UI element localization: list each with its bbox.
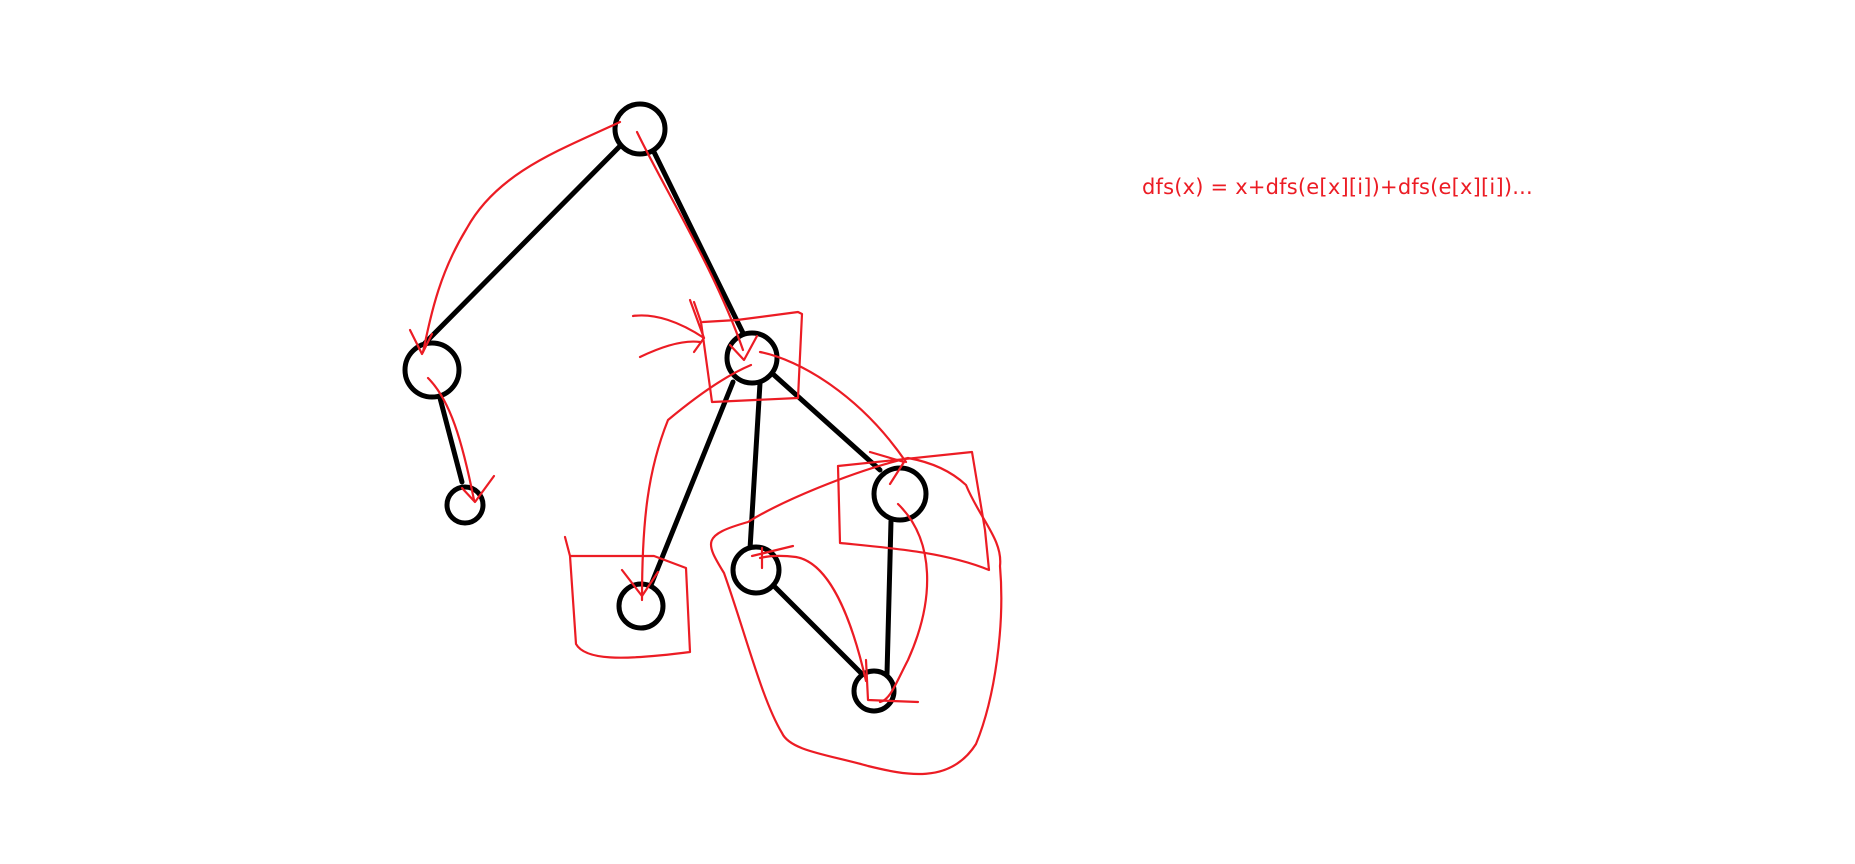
arrowhead-left — [408, 328, 434, 356]
node-middle — [724, 330, 780, 386]
edge-center-bottom — [769, 581, 866, 678]
arrow-middle-to-bottomleft — [640, 363, 753, 602]
edge-middle-bottomleft — [648, 379, 736, 588]
arrowhead-center — [750, 544, 795, 570]
arrowhead-bottomleft — [620, 568, 660, 598]
box-bottomleft — [563, 535, 692, 659]
edge-root-left — [422, 137, 629, 346]
tree-edges — [422, 137, 894, 678]
arrow-left-to-leaf — [426, 376, 476, 502]
arrow-root-to-left — [421, 120, 622, 354]
arrowhead-bottom — [864, 658, 920, 704]
box-middle — [692, 300, 804, 404]
lasso-right-subtree — [709, 456, 1003, 776]
arrowhead-right — [868, 450, 906, 486]
node-bottom — [851, 668, 897, 714]
edge-root-middle — [649, 145, 746, 336]
box-right — [836, 450, 991, 572]
incoming-arrow — [631, 314, 706, 359]
red-annotation-layer — [408, 120, 1003, 776]
node-right — [871, 465, 929, 523]
dfs-formula-text: dfs(x) = x+dfs(e[x][i])+dfs(e[x][i])... — [1142, 175, 1533, 199]
edge-middle-center — [747, 380, 763, 552]
node-root — [612, 101, 668, 157]
edge-middle-right — [771, 372, 883, 473]
node-left — [402, 340, 462, 400]
arrow-middle-to-right — [758, 350, 908, 464]
arrowhead-middle — [728, 334, 759, 362]
node-center — [730, 544, 782, 596]
arrowhead-leaf — [460, 474, 496, 504]
arrow-right-to-bottom — [878, 502, 929, 704]
edge-left-leaf — [437, 395, 465, 485]
edge-right-bottom — [884, 518, 894, 677]
arrow-bottom-to-center — [758, 554, 868, 683]
